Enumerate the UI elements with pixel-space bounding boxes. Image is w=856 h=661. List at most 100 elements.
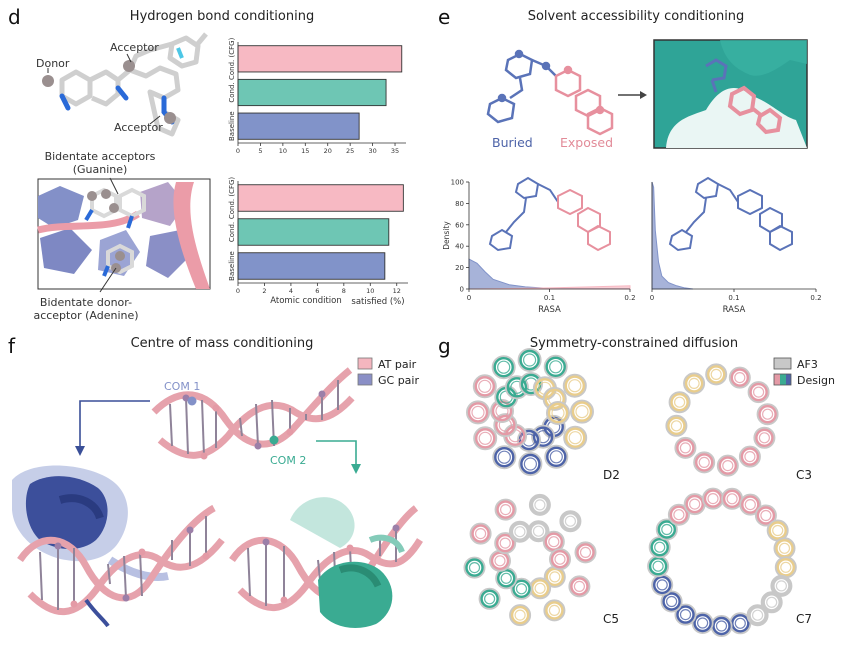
panel-g: g Symmetry-constrained diffusion AF3 Des… [438, 334, 835, 637]
af3-helix [746, 604, 769, 627]
design-helix [530, 495, 550, 515]
design-helix-inner [573, 580, 586, 593]
af3-helix [683, 372, 706, 395]
design-helix [650, 538, 669, 557]
design-helix [544, 532, 563, 551]
design-helix-inner [494, 555, 506, 567]
design-helix-inner [780, 561, 792, 573]
design-helix-inner [551, 406, 565, 420]
af3-helix [549, 548, 571, 571]
design-helix [496, 533, 515, 553]
design-helix-inner [484, 593, 496, 605]
af3-helix [691, 612, 714, 634]
design-helix-inner [532, 525, 545, 537]
design-helix-inner [670, 420, 683, 432]
bar-category-label: Cond. [228, 82, 236, 102]
af3-helix [466, 400, 490, 425]
af3-helix [738, 445, 761, 468]
com1-marker [187, 396, 197, 406]
com2-marker [269, 435, 279, 445]
symmetry-assembly-c5 [463, 493, 597, 627]
panel-g-title: Symmetry-constrained diffusion [530, 336, 738, 351]
dna-closeup-image [37, 177, 211, 293]
legend-at-swatch [357, 357, 373, 370]
density-area [468, 258, 631, 290]
design-helix-inner [734, 617, 746, 629]
af3-helix [683, 493, 706, 516]
y-tick-label: 40 [455, 243, 464, 251]
design-helix [545, 356, 566, 377]
x-tick-label: 0.2 [810, 294, 821, 302]
design-helix [718, 456, 737, 475]
af3-helix [529, 577, 552, 600]
design-helix-inner [775, 580, 788, 592]
design-helix [676, 438, 695, 458]
rasa-mini-molecule-left [488, 176, 611, 252]
x-tick-label: 10 [366, 287, 374, 295]
design-helix-inner [549, 360, 563, 374]
design-helix [707, 365, 726, 384]
design-helix-inner [665, 595, 678, 608]
design-helix [529, 522, 548, 541]
af3-helix [766, 519, 789, 542]
design-helix [749, 382, 768, 402]
bar-category-label: Cond. (CFG) [228, 37, 236, 80]
y-axis-label: Density [442, 221, 451, 250]
design-helix-inner [514, 609, 526, 621]
af3-helix [518, 452, 543, 476]
design-helix-inner [760, 509, 772, 522]
design-helix-inner [549, 450, 563, 464]
af3-helix [739, 493, 762, 516]
bar-chart-xlabel-part2: satisfied (%) [351, 297, 404, 307]
legend-gc-swatch [357, 373, 373, 386]
af3-helix [494, 498, 517, 521]
af3-helix [494, 532, 517, 555]
design-helix [512, 579, 531, 598]
symmetry-label-d2: D2 [603, 468, 620, 482]
bar [237, 112, 360, 140]
design-helix [576, 543, 595, 562]
x-tick-label: 20 [324, 147, 332, 155]
design-helix-inner [652, 560, 664, 572]
design-helix-inner [548, 536, 560, 548]
design-helix-inner [554, 553, 566, 565]
design-helix-inner [579, 546, 592, 559]
panel-letter-d: d [8, 5, 21, 29]
design-helix-inner [575, 405, 589, 419]
x-tick-label: 0.1 [728, 294, 739, 302]
design-helix-inner [499, 537, 511, 549]
design-helix [756, 506, 776, 525]
af3-helix [493, 413, 518, 438]
af3-helix [531, 424, 556, 449]
design-helix-inner [715, 620, 728, 632]
rasa-molecule-image [486, 49, 614, 136]
af3-helix [667, 503, 690, 526]
design-helix [550, 550, 570, 569]
panel-letter-g: g [438, 334, 451, 358]
bar [237, 218, 390, 246]
design-helix [648, 557, 668, 576]
design-helix-inner [514, 526, 526, 538]
design-helix-inner [478, 379, 492, 393]
af3-helix [747, 381, 770, 404]
af3-helix [693, 451, 716, 474]
symmetry-label-c5: C5 [603, 612, 619, 626]
af3-helix [760, 591, 783, 614]
design-helix [776, 558, 795, 577]
com2-label: COM 2 [270, 454, 306, 467]
design-helix-inner [515, 583, 528, 595]
bar [237, 184, 404, 212]
x-tick-label: 5 [258, 147, 262, 155]
design-helix-inner [673, 396, 686, 408]
design-helix [703, 489, 723, 508]
arrow-icon [618, 91, 647, 99]
af3-helix [655, 518, 678, 541]
design-helix [768, 521, 787, 540]
af3-helix [542, 386, 567, 411]
design-helix-inner [766, 596, 778, 608]
af3-helix [491, 355, 516, 380]
design-helix [730, 368, 749, 387]
x-tick-label: 0 [650, 294, 654, 302]
